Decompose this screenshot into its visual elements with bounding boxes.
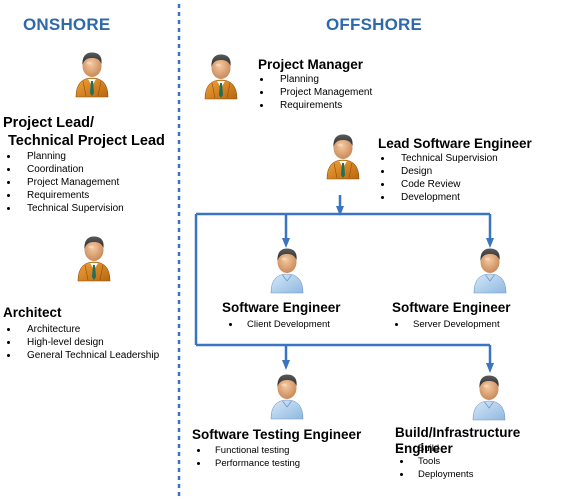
engineer-person-icon xyxy=(471,373,507,421)
list-item: Technical Supervision xyxy=(3,202,124,215)
list-item: Tools xyxy=(396,455,473,468)
list-item: High-level design xyxy=(3,336,159,349)
architect-title: Architect xyxy=(3,305,62,320)
list-item: Requirements xyxy=(3,189,124,202)
senior-person-icon xyxy=(74,50,110,98)
engineer-person-icon xyxy=(269,372,305,420)
server-engineer-responsibilities: Server Development xyxy=(391,318,500,331)
client-engineer-title: Software Engineer xyxy=(222,300,341,315)
engineer-person-icon xyxy=(269,246,305,294)
senior-person-icon xyxy=(325,132,361,180)
list-item: Project Management xyxy=(256,86,372,99)
lead-engineer-responsibilities: Technical Supervision Design Code Review… xyxy=(377,152,498,204)
senior-person-icon xyxy=(203,52,239,100)
list-item: Requirements xyxy=(256,99,372,112)
list-item: Deployments xyxy=(396,468,473,481)
onshore-heading: ONSHORE xyxy=(23,15,111,34)
list-item: Build xyxy=(396,442,473,455)
list-item: General Technical Leadership xyxy=(3,349,159,362)
list-item: Project Management xyxy=(3,176,124,189)
project-lead-title-line1: Project Lead/ xyxy=(3,115,95,131)
senior-person-icon xyxy=(76,234,112,282)
project-manager-responsibilities: Planning Project Management Requirements xyxy=(256,73,372,112)
engineer-person-icon xyxy=(472,246,508,294)
list-item: Planning xyxy=(3,150,124,163)
list-item: Server Development xyxy=(391,318,500,331)
offshore-heading: OFFSHORE xyxy=(326,15,423,34)
build-engineer-title: Build/Infrastructure Engineer xyxy=(395,425,521,456)
architect-responsibilities: Architecture High-level design General T… xyxy=(3,323,159,362)
list-item: Technical Supervision xyxy=(377,152,498,165)
server-engineer-title: Software Engineer xyxy=(392,300,511,315)
testing-engineer-title: Software Testing Engineer xyxy=(192,427,362,442)
list-item: Functional testing xyxy=(193,444,300,457)
list-item: Client Development xyxy=(225,318,330,331)
list-item: Architecture xyxy=(3,323,159,336)
list-item: Development xyxy=(377,191,498,204)
project-lead-responsibilities: Planning Coordination Project Management… xyxy=(3,150,124,215)
list-item: Planning xyxy=(256,73,372,86)
project-manager-title: Project Manager xyxy=(258,57,364,72)
project-lead-title-line2: Technical Project Lead xyxy=(8,133,165,149)
list-item: Performance testing xyxy=(193,457,300,470)
list-item: Design xyxy=(377,165,498,178)
client-engineer-responsibilities: Client Development xyxy=(225,318,330,331)
build-engineer-responsibilities: Build Tools Deployments xyxy=(396,442,473,481)
testing-engineer-responsibilities: Functional testing Performance testing xyxy=(193,444,300,470)
list-item: Coordination xyxy=(3,163,124,176)
lead-engineer-title: Lead Software Engineer xyxy=(378,136,532,151)
list-item: Code Review xyxy=(377,178,498,191)
project-lead-title: Project Lead/ Technical Project Lead xyxy=(3,114,165,150)
